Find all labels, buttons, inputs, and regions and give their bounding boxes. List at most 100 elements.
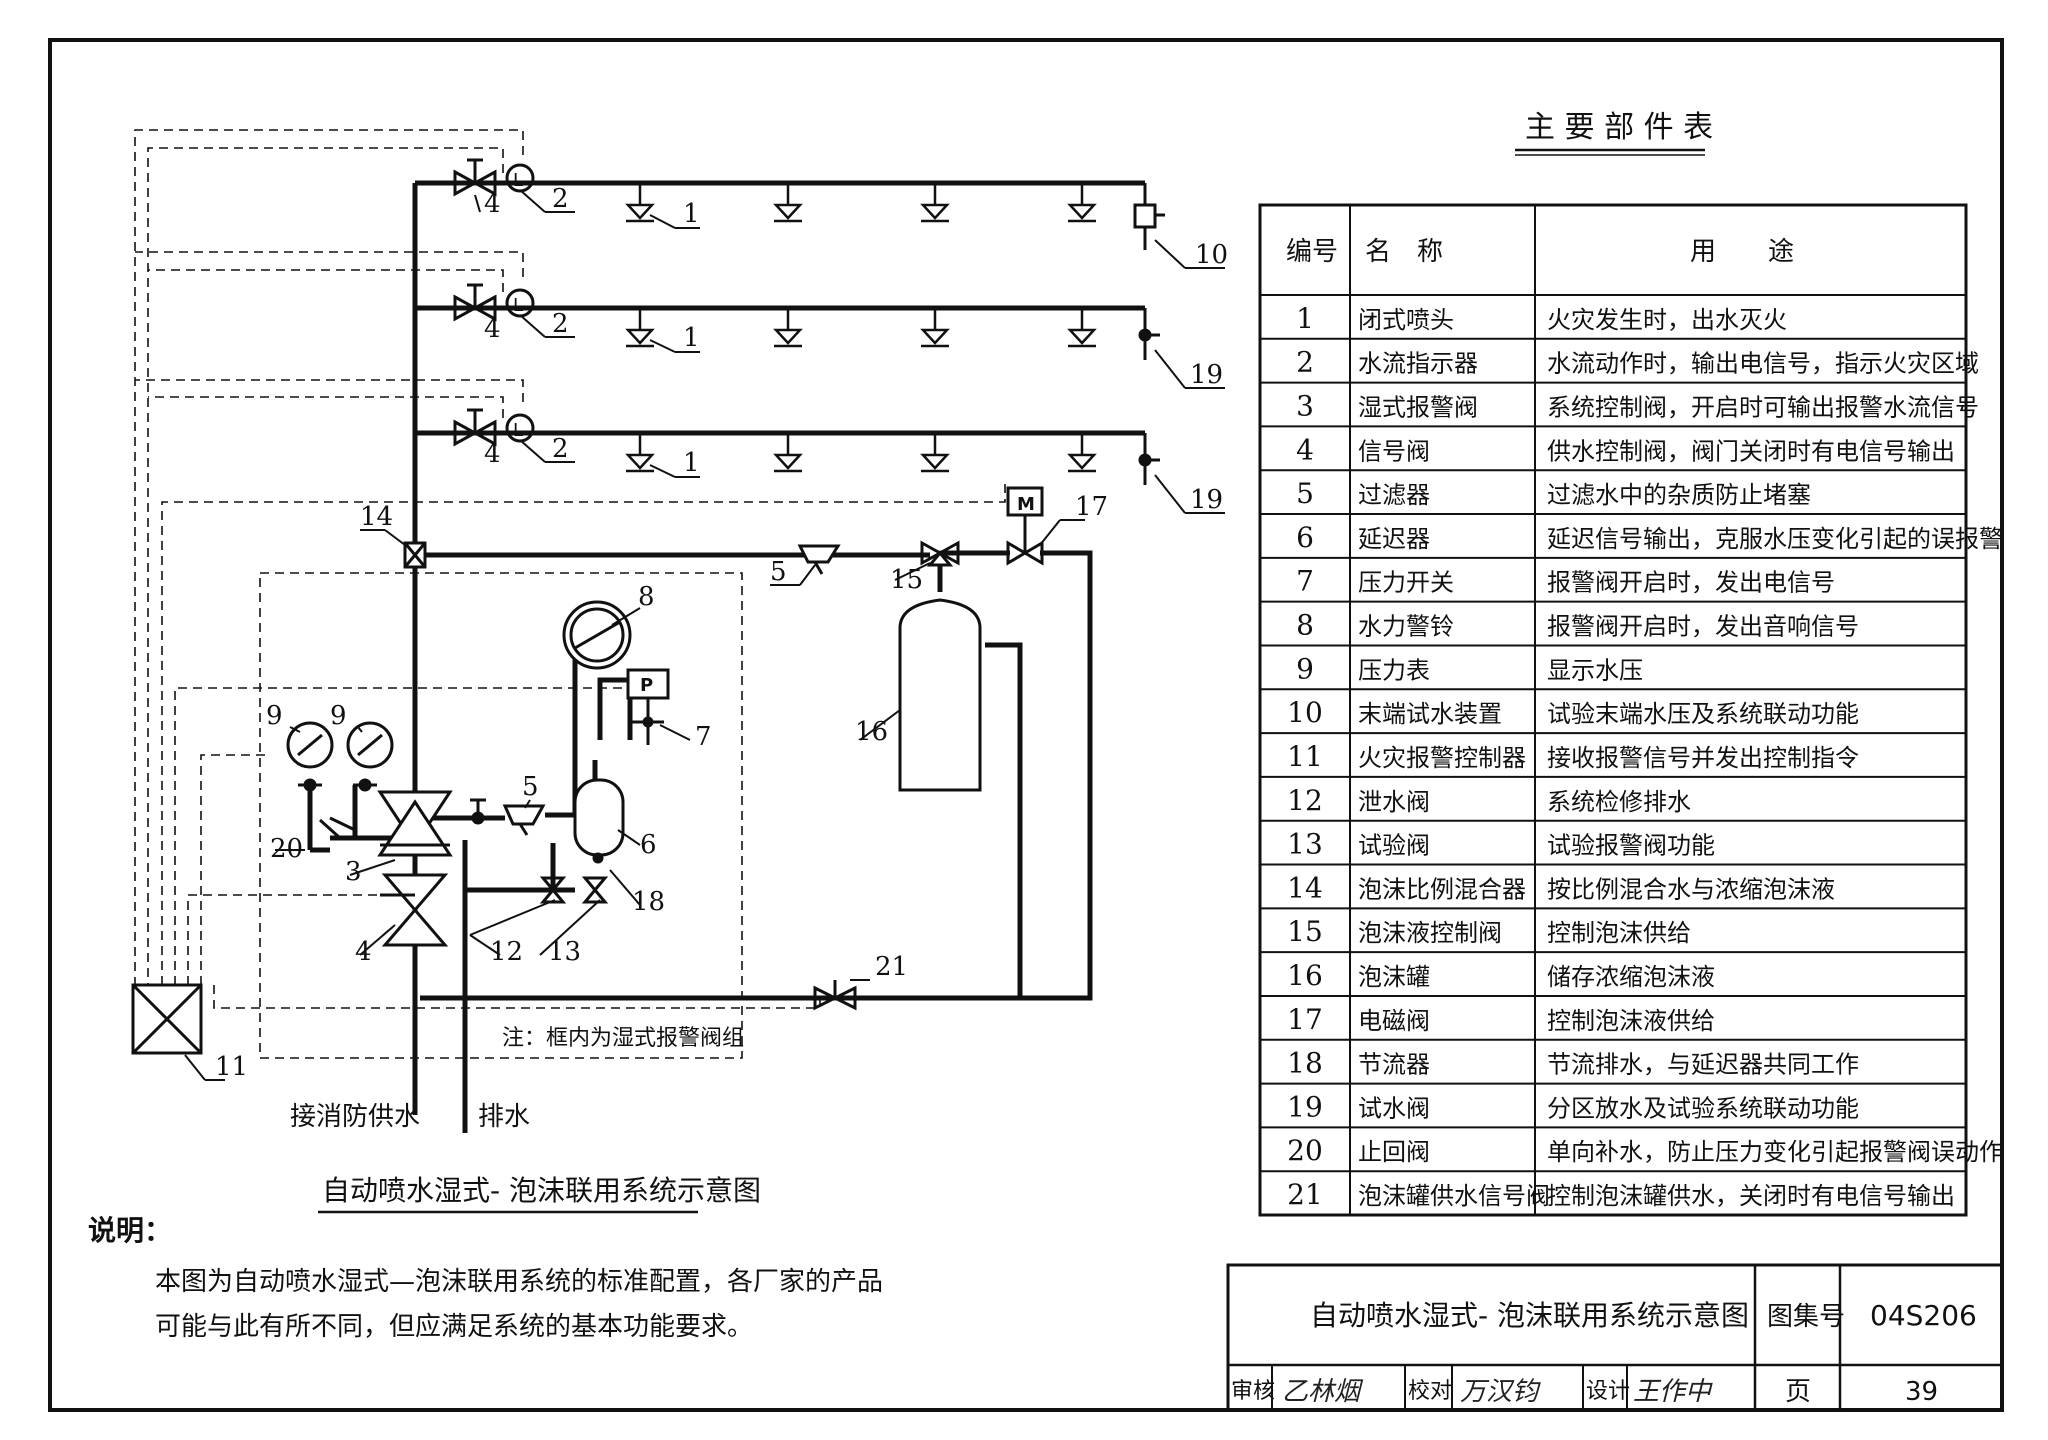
callout-19: 19 bbox=[1190, 485, 1223, 515]
table-header-name: 名 称 bbox=[1365, 237, 1443, 267]
callout-1: 1 bbox=[683, 199, 700, 229]
part-number: 11 bbox=[1287, 740, 1323, 773]
end-test-device-icon bbox=[1133, 183, 1165, 250]
callout-6: 6 bbox=[640, 830, 657, 860]
callout-2: 2 bbox=[552, 184, 569, 214]
part-usage: 分区放水及试验系统联动功能 bbox=[1547, 1094, 1859, 1122]
strainer-icon bbox=[470, 798, 546, 836]
part-name: 止回阀 bbox=[1358, 1138, 1430, 1166]
part-usage: 系统控制阀，开启时可输出报警水流信号 bbox=[1547, 393, 1979, 421]
pressure-gauge-icon bbox=[286, 721, 334, 792]
part-usage: 报警阀开启时，发出音响信号 bbox=[1547, 613, 1859, 641]
notes-title: 说明： bbox=[88, 1214, 172, 1247]
foam-proportioner-icon bbox=[403, 541, 427, 569]
riser-signal-valve-icon bbox=[380, 873, 449, 947]
part-number: 2 bbox=[1296, 346, 1314, 379]
title-block: 自动喷水湿式- 泡沫联用系统示意图 图集号 04S206 审核 乙林烟 校对 万… bbox=[1226, 1263, 2004, 1412]
callout-4: 4 bbox=[484, 439, 501, 469]
callout-20: 20 bbox=[270, 834, 303, 864]
part-number: 6 bbox=[1296, 521, 1314, 554]
part-usage: 供水控制阀，阀门关闭时有电信号输出 bbox=[1547, 437, 1955, 465]
signal-wiring bbox=[134, 129, 1006, 1009]
sprinkler-heads bbox=[625, 183, 1097, 473]
schematic-diagram: 注：框内为湿式报警阀组 bbox=[131, 129, 1228, 1214]
part-usage: 接收报警信号并发出控制指令 bbox=[1547, 744, 1859, 772]
part-name: 试水阀 bbox=[1358, 1094, 1430, 1122]
part-name: 泡沫罐 bbox=[1358, 963, 1430, 991]
part-usage: 控制泡沫罐供水，关闭时有电信号输出 bbox=[1547, 1182, 1955, 1210]
part-name: 压力表 bbox=[1358, 656, 1430, 684]
part-name: 泡沫液控制阀 bbox=[1358, 919, 1502, 947]
solenoid-valve-icon bbox=[1006, 486, 1044, 566]
part-name: 闭式喷头 bbox=[1358, 306, 1454, 334]
part-usage: 试验末端水压及系统联动功能 bbox=[1547, 700, 1859, 728]
callout-10: 10 bbox=[1195, 240, 1228, 270]
part-number: 7 bbox=[1296, 565, 1314, 598]
foam-tank-icon bbox=[898, 598, 982, 792]
part-usage: 水流动作时，输出电信号，指示火灾区域 bbox=[1547, 350, 1979, 378]
part-number: 3 bbox=[1296, 389, 1314, 422]
callout-2: 2 bbox=[552, 434, 569, 464]
notes-line-1: 本图为自动喷水湿式—泡沫联用系统的标准配置，各厂家的产品 bbox=[155, 1267, 883, 1297]
fire-alarm-controller-icon bbox=[131, 983, 203, 1055]
part-number: 10 bbox=[1287, 696, 1323, 729]
retard-chamber-icon bbox=[573, 778, 625, 864]
check-valve-icon bbox=[318, 816, 356, 840]
test-valve-icon bbox=[1138, 308, 1160, 360]
page-label: 页 bbox=[1785, 1377, 1811, 1407]
sprinkler-head-icon bbox=[625, 433, 655, 473]
callout-9: 9 bbox=[330, 701, 347, 731]
part-number: 4 bbox=[1296, 433, 1314, 466]
callout-8: 8 bbox=[638, 582, 655, 612]
part-number: 20 bbox=[1287, 1134, 1323, 1167]
sprinkler-head-icon bbox=[1067, 308, 1097, 348]
part-name: 节流器 bbox=[1358, 1051, 1430, 1079]
callout-9: 9 bbox=[266, 701, 283, 731]
drain-valve-icon bbox=[539, 876, 567, 904]
part-name: 过滤器 bbox=[1358, 481, 1430, 509]
leader-lines bbox=[184, 189, 1225, 1081]
part-usage: 按比例混合水与浓缩泡沫液 bbox=[1547, 875, 1835, 903]
callout-16: 16 bbox=[855, 717, 888, 747]
part-name: 信号阀 bbox=[1358, 437, 1430, 465]
part-usage: 系统检修排水 bbox=[1547, 788, 1691, 816]
callout-19: 19 bbox=[1190, 360, 1223, 390]
signal-valve-icon bbox=[453, 408, 497, 447]
part-name: 水流指示器 bbox=[1358, 350, 1478, 378]
sprinkler-head-icon bbox=[920, 183, 950, 223]
part-name: 水力警铃 bbox=[1358, 613, 1454, 641]
part-usage: 控制泡沫液供给 bbox=[1547, 1007, 1715, 1035]
notes-line-2: 可能与此有所不同，但应满足系统的基本功能要求。 bbox=[155, 1312, 753, 1342]
sprinkler-head-icon bbox=[773, 433, 803, 473]
table-header-usage: 用 途 bbox=[1690, 237, 1794, 267]
callout-13: 13 bbox=[548, 937, 581, 967]
part-name: 延迟器 bbox=[1358, 525, 1430, 553]
part-number: 21 bbox=[1287, 1178, 1323, 1211]
part-name: 压力开关 bbox=[1358, 569, 1454, 597]
callout-11: 11 bbox=[215, 1052, 248, 1082]
svg-text:L: L bbox=[513, 295, 523, 316]
part-name: 湿式报警阀 bbox=[1358, 393, 1478, 421]
part-usage: 试验报警阀功能 bbox=[1547, 832, 1715, 860]
alarm-bell-icon bbox=[562, 600, 632, 670]
callout-4: 4 bbox=[484, 314, 501, 344]
sprinkler-head-icon bbox=[625, 308, 655, 348]
part-number: 13 bbox=[1287, 828, 1323, 861]
part-number: 17 bbox=[1287, 1003, 1323, 1036]
callout-15: 15 bbox=[890, 565, 923, 595]
callout-5: 5 bbox=[770, 557, 787, 587]
check-signature: 万汉钧 bbox=[1460, 1377, 1541, 1407]
part-name: 试验阀 bbox=[1358, 832, 1430, 860]
part-name: 火灾报警控制器 bbox=[1358, 744, 1526, 772]
check-label: 校对 bbox=[1408, 1379, 1452, 1404]
design-signature: 王作中 bbox=[1633, 1377, 1713, 1407]
signal-valve-icon bbox=[453, 283, 497, 322]
callout-4: 4 bbox=[484, 189, 501, 219]
part-name: 末端试水装置 bbox=[1358, 700, 1502, 728]
part-usage: 延迟信号输出，克服水压变化引起的误报警 bbox=[1547, 525, 2003, 553]
pressure-gauge-icon bbox=[346, 721, 394, 792]
part-number: 18 bbox=[1287, 1047, 1323, 1080]
callout-5: 5 bbox=[522, 772, 539, 802]
part-number: 9 bbox=[1296, 652, 1314, 685]
